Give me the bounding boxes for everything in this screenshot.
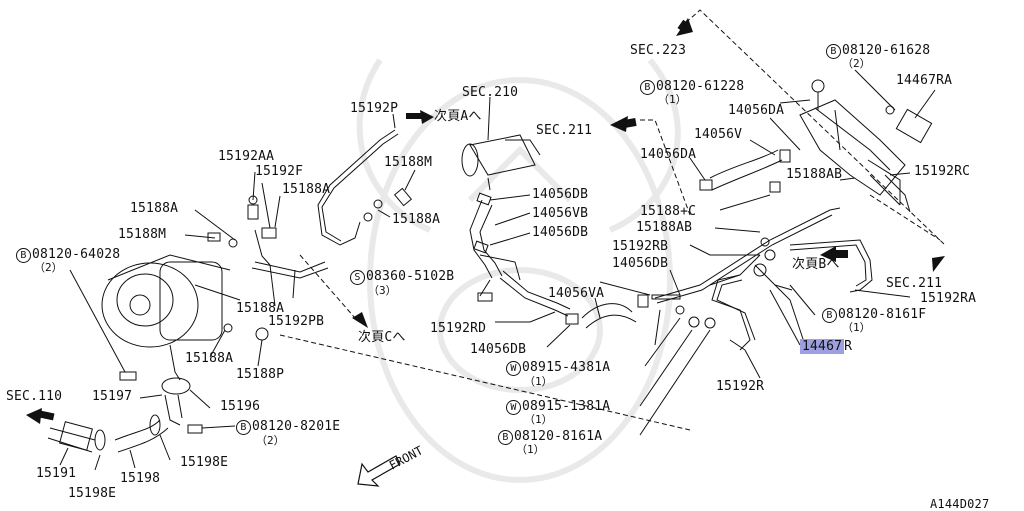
front-arrow: [357, 455, 401, 487]
label-text: 08120-8161A: [514, 429, 603, 444]
label-14056V[interactable]: 14056V: [694, 127, 743, 142]
label-15188A-bottom[interactable]: 15188A: [185, 351, 234, 366]
bolt-b-icon: B: [822, 308, 837, 323]
label-15192PB[interactable]: 15192PB: [268, 314, 325, 329]
qty-08120-61628: （2）: [842, 57, 871, 70]
label-15188A-upper[interactable]: 15188A: [392, 212, 441, 227]
qty-08120-8161F: （1）: [842, 321, 871, 334]
label-text: 08120-64028: [32, 247, 121, 262]
label-15198E-bottom[interactable]: 15198E: [68, 486, 117, 501]
label-15192AA[interactable]: 15192AA: [218, 149, 275, 164]
label-text: 08120-8201E: [252, 419, 341, 434]
label-tsugi-b[interactable]: 次頁Bへ: [792, 257, 840, 272]
label-15188M-left[interactable]: 15188M: [118, 227, 167, 242]
label-15192R[interactable]: 15192R: [716, 379, 765, 394]
front-label: FRONT: [387, 443, 425, 472]
washer-w-icon: W: [506, 361, 521, 376]
label-15198[interactable]: 15198: [120, 471, 161, 486]
label-14467RA[interactable]: 14467RA: [896, 73, 953, 88]
label-tsugi-c[interactable]: 次頁Cへ: [358, 330, 406, 345]
label-15188AB[interactable]: 15188AB: [786, 167, 843, 182]
label-15192RB[interactable]: 15192RB: [612, 239, 669, 254]
label-15197[interactable]: 15197: [92, 389, 133, 404]
label-sec210[interactable]: SEC.210: [462, 85, 519, 100]
label-text: 08915-4381A: [522, 360, 611, 375]
arrow-tsugi-a: [420, 110, 434, 124]
bolt-b-icon: B: [498, 430, 513, 445]
label-text: 08120-61628: [842, 43, 931, 58]
label-14056DB-3[interactable]: 14056DB: [612, 256, 669, 271]
label-text: 08120-61228: [656, 79, 745, 94]
arrow-tsugi-b: [820, 246, 836, 262]
label-15188C[interactable]: 15188+C: [640, 204, 697, 219]
bolt-b-icon: B: [640, 80, 655, 95]
screw-s-icon: S: [350, 270, 365, 285]
qty-08120-8161A: （1）: [516, 443, 545, 456]
arrow-sec110: [26, 408, 42, 424]
label-15188M-top[interactable]: 15188M: [384, 155, 433, 170]
label-15188AB-2[interactable]: 15188AB: [636, 220, 693, 235]
watermark-emblem: [356, 58, 681, 483]
label-text: 08360-5102B: [366, 269, 455, 284]
label-14056VB[interactable]: 14056VB: [532, 206, 589, 221]
label-15188A-midtop[interactable]: 15188A: [282, 182, 331, 197]
qty-08915-4381A: （1）: [524, 375, 553, 388]
label-15191[interactable]: 15191: [36, 466, 77, 481]
label-15192RC[interactable]: 15192RC: [914, 164, 971, 179]
bolt-b-icon: B: [826, 44, 841, 59]
qty-08120-8201E: （2）: [256, 434, 285, 447]
label-suffix: R: [844, 339, 853, 354]
label-15192P[interactable]: 15192P: [350, 101, 399, 116]
label-14056DA-mid[interactable]: 14056DA: [640, 147, 697, 162]
qty-08360-5102B: （3）: [368, 284, 397, 297]
label-15188P[interactable]: 15188P: [236, 367, 285, 382]
highlighted-part-number: 14467: [800, 339, 845, 354]
bolt-b-icon: B: [16, 248, 31, 263]
label-text: 08120-8161F: [838, 307, 927, 322]
bolt-b-icon: B: [236, 420, 251, 435]
label-15188A-left[interactable]: 15188A: [130, 201, 179, 216]
label-14056DA-top[interactable]: 14056DA: [728, 103, 785, 118]
qty-08915-1381A: （1）: [524, 413, 553, 426]
label-tsugi-a[interactable]: 次頁Aへ: [434, 109, 482, 124]
label-sec211-top[interactable]: SEC.211: [536, 123, 593, 138]
label-sec211-right[interactable]: SEC.211: [886, 276, 943, 291]
arrow-sec211-right: [932, 256, 945, 272]
qty-08120-61228: （1）: [658, 93, 687, 106]
label-14056DB-1[interactable]: 14056DB: [532, 187, 589, 202]
label-sec110[interactable]: SEC.110: [6, 389, 63, 404]
label-text: 08915-1381A: [522, 399, 611, 414]
label-14056DB-4[interactable]: 14056DB: [470, 342, 527, 357]
washer-w-icon: W: [506, 400, 521, 415]
label-15196[interactable]: 15196: [220, 399, 261, 414]
label-15198E-right[interactable]: 15198E: [180, 455, 229, 470]
arrow-sec223: [676, 18, 693, 36]
label-15188A-low[interactable]: 15188A: [236, 301, 285, 316]
label-14056VA[interactable]: 14056VA: [548, 286, 605, 301]
arrow-tsugi-c: [352, 312, 368, 328]
label-14056DB-2[interactable]: 14056DB: [532, 225, 589, 240]
label-sec223[interactable]: SEC.223: [630, 43, 687, 58]
qty-08120-64028: （2）: [34, 261, 63, 274]
diagram-id-code: A144D027: [930, 497, 990, 511]
label-15192RA[interactable]: 15192RA: [920, 291, 977, 306]
label-15192F[interactable]: 15192F: [255, 164, 304, 179]
arrow-sec211-top: [610, 116, 628, 132]
label-15192RD[interactable]: 15192RD: [430, 321, 487, 336]
